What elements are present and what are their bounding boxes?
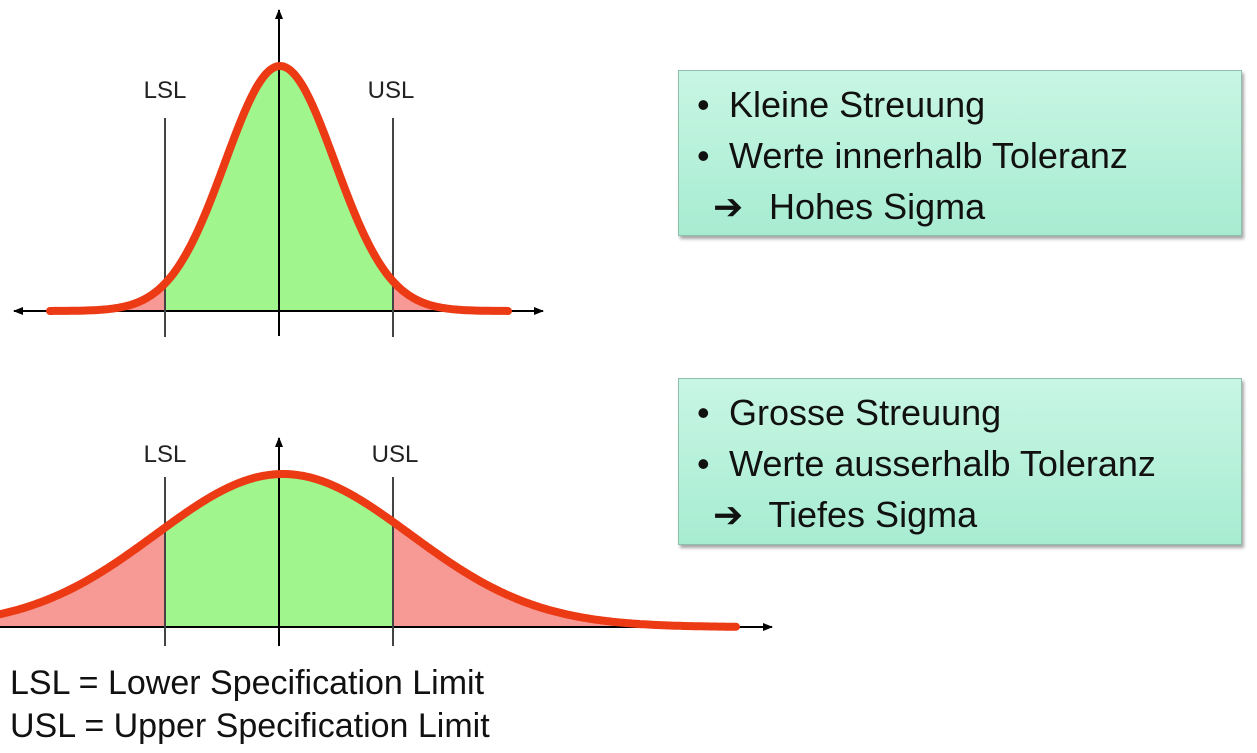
bottom-info-line-2: • Werte ausserhalb Toleranz <box>697 438 1241 489</box>
top-info-text-1: Kleine Streuung <box>729 84 986 125</box>
bottom-usl-label: USL <box>372 441 419 468</box>
top-info-text-2: Werte innerhalb Toleranz <box>729 135 1128 176</box>
top-info-conclusion: ➔ Hohes Sigma <box>697 181 1241 232</box>
bottom-info-text-1: Grosse Streuung <box>729 392 1002 433</box>
bottom-lsl-label: LSL <box>144 441 187 468</box>
top-info-line-1: • Kleine Streuung <box>697 79 1241 130</box>
top-info-line-2: • Werte innerhalb Toleranz <box>697 130 1241 181</box>
bottom-info-text-2: Werte ausserhalb Toleranz <box>729 443 1156 484</box>
top-distribution: LSL USL <box>13 9 544 337</box>
legend-usl: USL = Upper Specification Limit <box>10 707 490 745</box>
bullet-icon: • <box>697 443 710 484</box>
legend-lsl: LSL = Lower Specification Limit <box>10 664 485 702</box>
bottom-conclusion-text: Tiefes Sigma <box>768 494 978 535</box>
arrow-right-icon: ➔ <box>713 186 744 227</box>
bullet-icon: • <box>697 135 710 176</box>
top-conclusion-text: Hohes Sigma <box>769 186 986 227</box>
top-info-box: • Kleine Streuung • Werte innerhalb Tole… <box>678 70 1242 236</box>
distribution-diagrams: LSL USL LSL USL <box>0 9 773 646</box>
top-lsl-label: LSL <box>144 77 187 104</box>
legend: LSL = Lower Specification Limit USL = Up… <box>10 662 490 748</box>
bottom-info-box: • Grosse Streuung • Werte ausserhalb Tol… <box>678 378 1242 545</box>
top-normal-curve <box>46 62 512 315</box>
bottom-info-conclusion: ➔ Tiefes Sigma <box>697 489 1241 540</box>
bottom-distribution: LSL USL <box>0 437 773 646</box>
bottom-info-line-1: • Grosse Streuung <box>697 387 1241 438</box>
arrow-right-icon: ➔ <box>713 494 744 535</box>
bottom-normal-curve <box>0 470 740 631</box>
top-usl-label: USL <box>368 77 415 104</box>
bullet-icon: • <box>697 84 710 125</box>
bullet-icon: • <box>697 392 710 433</box>
